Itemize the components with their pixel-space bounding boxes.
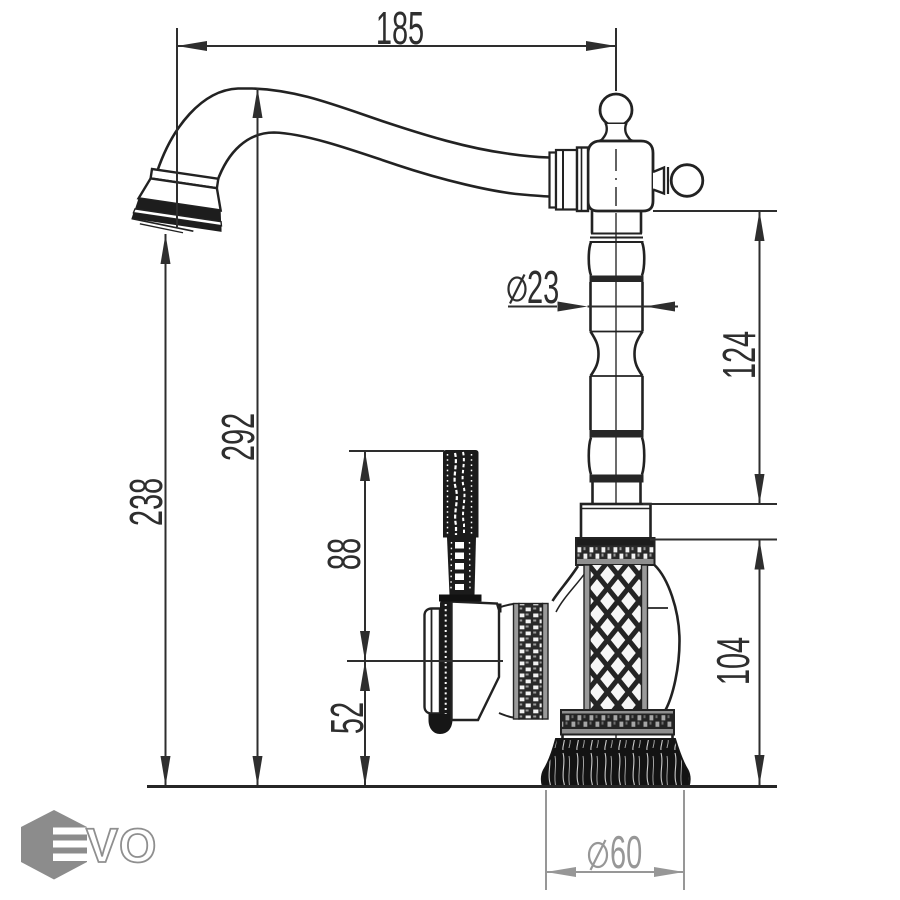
svg-text:60: 60: [610, 827, 642, 878]
svg-text:VO: VO: [86, 820, 157, 873]
svg-text:88: 88: [319, 538, 370, 570]
svg-text:52: 52: [322, 702, 373, 734]
svg-text:185: 185: [376, 3, 424, 54]
svg-text:23: 23: [527, 262, 559, 313]
svg-text:124: 124: [714, 331, 765, 379]
svg-text:292: 292: [213, 413, 264, 461]
svg-text:238: 238: [121, 478, 172, 526]
svg-text:104: 104: [708, 637, 759, 685]
